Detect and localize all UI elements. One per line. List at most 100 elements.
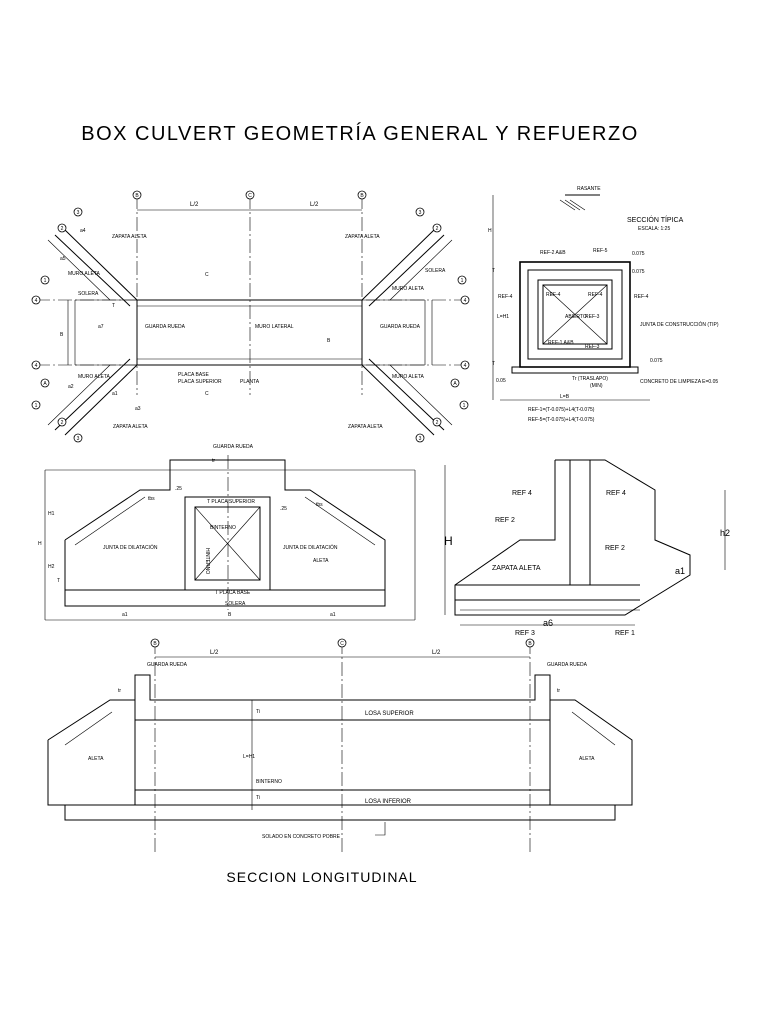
plan-wing-1-br: 1: [463, 403, 466, 409]
elev-dim-a1-right: a1: [330, 612, 336, 618]
plan-wing-3-tr: 3: [419, 210, 422, 216]
plan-solera-l: SOLERA: [78, 291, 99, 297]
drawing-title: BOX CULVERT GEOMETRÍA GENERAL Y REFUERZO: [81, 122, 639, 145]
plan-wing-1-tl: 1: [44, 278, 47, 284]
plan-solera-r: SOLERA: [425, 268, 446, 274]
long-dim-l2-left: L/2: [210, 650, 219, 656]
section-dim-t-bottom: T: [492, 361, 495, 367]
elev-binterno: BINTERNO: [210, 525, 236, 531]
section-ref5: REF-5: [593, 248, 608, 254]
plan-zapata-aleta-bl: ZAPATA ALETA: [113, 424, 148, 430]
elev-junta-left: JUNTA DE DILATACIÓN: [103, 544, 158, 551]
elev-dim-h2: H2: [48, 564, 55, 570]
section-ref4-inner-r: REF-4: [588, 292, 603, 298]
long-grid-b-right: B: [528, 641, 532, 647]
plan-muro-aleta-tr: MURO ALETA: [392, 286, 425, 292]
plan-view: L/2 L/2 B C B 4 4 4 4: [31, 190, 470, 443]
section-junta: JUNTA DE CONSTRUCCIÓN (TIP): [640, 321, 719, 328]
plan-wing-a-br: A: [453, 381, 457, 387]
elev-dim-025-l: .25: [175, 486, 182, 492]
elev-aleta: ALETA: [313, 558, 329, 564]
section-rasante: RASANTE: [577, 186, 601, 192]
long-grid-b-left: B: [153, 641, 157, 647]
section-dim-0075-b: 0.075: [632, 269, 645, 275]
plan-a3-bl: a3: [135, 406, 141, 412]
section-ref3-b: REF-3: [585, 344, 600, 350]
wing-detail: REF 4 REF 4 REF 2 REF 2 ZAPATA ALETA REF…: [444, 459, 730, 637]
plan-a2: a2: [68, 384, 74, 390]
section-ref3-a: REF-3: [585, 314, 600, 320]
plan-planta: PLANTA: [240, 379, 260, 385]
elev-dim-a1-left: a1: [122, 612, 128, 618]
plan-c-bottom: C: [205, 391, 209, 397]
plan-wing-2-tl: 2: [61, 226, 64, 232]
plan-zapata-aleta-tl: ZAPATA ALETA: [112, 234, 147, 240]
elev-dim-h1: H1: [48, 511, 55, 517]
long-section-title: SECCION LONGITUDINAL: [226, 869, 417, 885]
plan-placa-base: PLACA BASE: [178, 372, 210, 378]
plan-wing-2-br: 2: [436, 420, 439, 426]
plan-placa-superior: PLACA SUPERIOR: [178, 379, 222, 385]
long-dim-binterno: BINTERNO: [256, 779, 282, 785]
plan-b-left: B: [60, 332, 64, 338]
elev-hinterno: HINTERNO: [204, 548, 210, 574]
elev-dim-h: H: [38, 541, 42, 547]
plan-wing-3-tl: 3: [77, 210, 80, 216]
plan-a4: a4: [80, 228, 86, 234]
section-dim-0075-a: 0.075: [632, 251, 645, 257]
plan-wing-1-bl: 1: [35, 403, 38, 409]
elev-placa-base: T PLACA BASE: [215, 590, 251, 596]
plan-wing-2-bl: 2: [61, 420, 64, 426]
plan-muro-lateral: MURO LATERAL: [255, 324, 294, 330]
plan-guarda-rueda-r: GUARDA RUEDA: [380, 324, 421, 330]
section-dim-0075-c: 0.075: [650, 358, 663, 364]
long-dim-ti-bottom: Ti: [256, 795, 260, 801]
section-dim-min: (MIN): [590, 383, 603, 389]
plan-muro-aleta-tl: MURO ALETA: [68, 271, 101, 277]
plan-c-top: C: [205, 272, 209, 278]
wing-ref2-right: REF 2: [605, 545, 625, 552]
plan-a5: a5: [60, 256, 66, 262]
long-guarda-rueda-left: GUARDA RUEDA: [147, 662, 188, 668]
plan-grid-b1: B: [135, 193, 139, 199]
wing-dim-a6: a6: [543, 618, 553, 628]
section-dim-h: H: [488, 228, 492, 234]
elev-junta-right: JUNTA DE DILATACIÓN: [283, 544, 338, 551]
plan-zapata-aleta-tr: ZAPATA ALETA: [345, 234, 380, 240]
section-ref4-right: REF-4: [634, 294, 649, 300]
elev-placa-superior: T PLACA SUPERIOR: [207, 499, 255, 505]
long-grid-c: C: [340, 641, 344, 647]
plan-dim-l2-left: L/2: [190, 202, 199, 208]
elev-dim-b: B: [228, 612, 232, 618]
plan-wing-2-tr: 2: [436, 226, 439, 232]
plan-muro-aleta-bl: MURO ALETA: [78, 374, 111, 380]
typical-section: RASANTE SECCIÓN TÍPICA ESCALA: 1:25 ABIE…: [488, 186, 719, 423]
long-dim-l-h1: L=H1: [243, 754, 255, 760]
elev-dim-tr: tr: [212, 458, 215, 464]
section-formula-1: REF-1=(T-0.075)+L4(T-0.075): [528, 407, 595, 413]
section-ref2ab: REF-2 A&B: [540, 250, 566, 256]
long-losa-inferior: LOSA INFERIOR: [365, 799, 412, 805]
elev-dim-t: T: [57, 578, 60, 584]
plan-wing-3-bl: 3: [77, 436, 80, 442]
long-dim-tr-right: tr: [557, 688, 560, 694]
plan-t-left: T: [112, 303, 115, 309]
long-guarda-rueda-right: GUARDA RUEDA: [547, 662, 588, 668]
wing-ref2-left: REF 2: [495, 517, 515, 524]
section-ref4-inner-l: REF-4: [546, 292, 561, 298]
long-losa-superior: LOSA SUPERIOR: [365, 711, 414, 717]
plan-wing-a-bl: A: [43, 381, 47, 387]
section-title: SECCIÓN TÍPICA: [627, 215, 684, 224]
wing-dim-a1: a1: [675, 566, 685, 576]
long-solado: SOLADO EN CONCRETO POBRE: [262, 834, 341, 840]
elev-dim-tbs-l: tbs: [148, 496, 155, 502]
long-dim-tr-left: tr: [118, 688, 121, 694]
plan-a1: a1: [112, 391, 118, 397]
plan-grid-b2: B: [360, 193, 364, 199]
plan-grid-c: C: [248, 193, 252, 199]
plan-muro-aleta-br: MURO ALETA: [392, 374, 425, 380]
long-aleta-left: ALETA: [88, 756, 104, 762]
section-dim-005: 0.05: [496, 378, 506, 384]
plan-grid-4-right: 4: [464, 298, 467, 304]
section-ref4-left: REF-4: [498, 294, 513, 300]
